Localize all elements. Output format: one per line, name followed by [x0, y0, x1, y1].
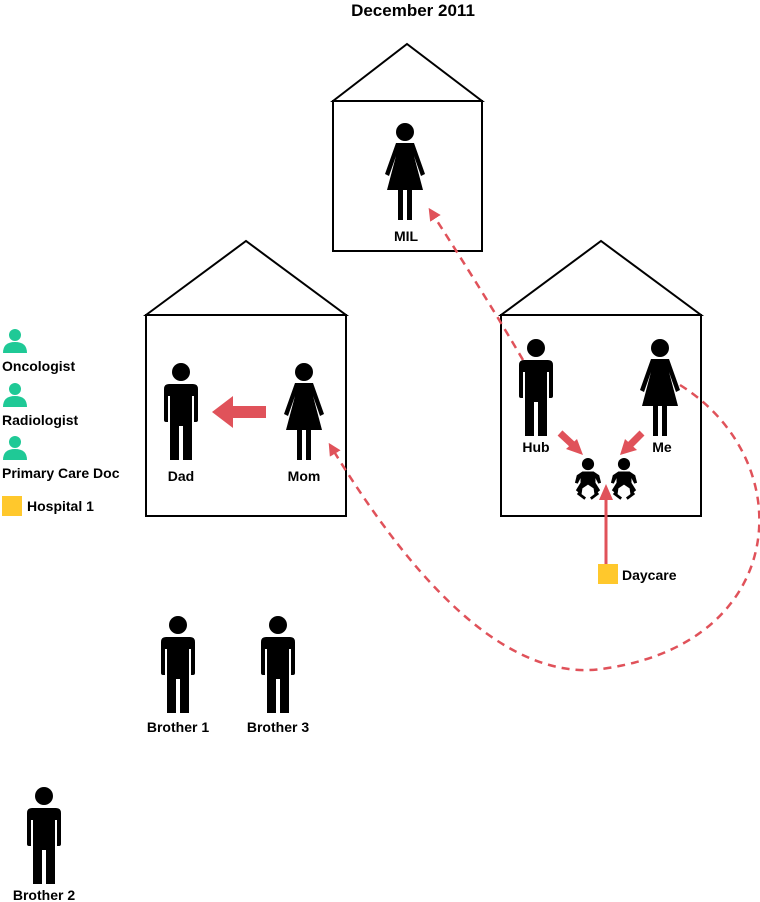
brother2-label: Brother 2	[13, 887, 75, 902]
daycare-square-icon	[598, 564, 618, 584]
brother3-man-icon	[261, 616, 295, 713]
hub-label: Hub	[522, 439, 549, 455]
dashed-arrow-to-mil	[428, 207, 525, 361]
legend-radiologist-label: Radiologist	[2, 412, 79, 428]
dad-label: Dad	[168, 468, 194, 484]
arrow-daycare-to-kids	[599, 484, 613, 565]
hospital-square-icon	[2, 496, 22, 516]
brother1-man-icon	[161, 616, 195, 713]
brother1-label: Brother 1	[147, 719, 209, 735]
legend-primary-care-label: Primary Care Doc	[2, 465, 120, 481]
mil-label: MIL	[394, 228, 419, 244]
arrow-me-to-kids	[620, 430, 645, 455]
radiologist-person-icon	[3, 383, 27, 407]
legend-oncologist-label: Oncologist	[2, 358, 75, 374]
oncologist-person-icon	[3, 329, 27, 353]
arrow-mom-to-dad	[212, 396, 266, 428]
legend-hospital-label: Hospital 1	[27, 498, 94, 514]
brother2-man-icon	[27, 787, 61, 884]
mom-label: Mom	[288, 468, 321, 484]
primary-care-person-icon	[3, 436, 27, 460]
me-label: Me	[652, 439, 672, 455]
daycare-label: Daycare	[622, 567, 677, 583]
brother3-label: Brother 3	[247, 719, 309, 735]
arrow-hub-to-kids	[557, 430, 583, 455]
dashed-arrow-to-mom	[328, 383, 760, 672]
diagram-title: December 2011	[351, 1, 475, 20]
